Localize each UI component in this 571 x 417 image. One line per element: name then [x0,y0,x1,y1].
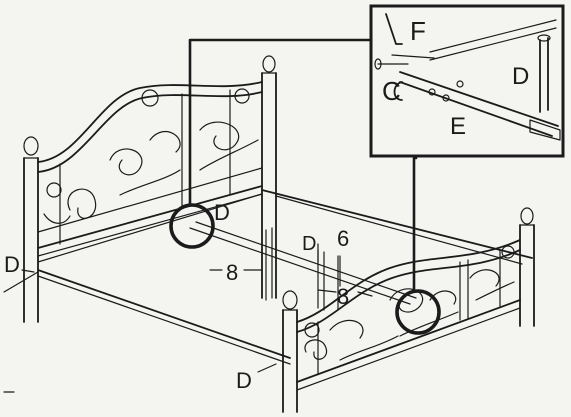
footboard-left-post [282,290,298,413]
detail-rail-e-label: E [450,113,466,140]
headboard-joint-d-label: D [214,200,230,225]
center-slat-8-label: 8 [337,284,349,309]
bed-frame-rails [37,189,533,365]
left-side-rail-extension [3,271,39,393]
headboard-right-post [261,55,277,299]
footboard-joint-callout-circle [395,289,441,335]
rear-slat-8-label: 8 [226,260,238,285]
detail-rail-d-label: D [512,63,529,90]
callout-leaders [188,38,418,293]
detail-inset [369,4,565,158]
left-corner-d-label: D [4,252,20,277]
footboard-right-post [519,207,535,327]
detail-cap-c-label: C [382,76,401,106]
footboard [282,207,535,413]
headboard [23,55,277,323]
center-slat-6-label: 6 [337,226,349,251]
center-joint-d-label: D [302,233,316,255]
detail-inset-frame [369,4,565,158]
front-corner-d-label: D [236,368,252,393]
headboard-joint-callout-circle [169,203,215,249]
label-leaders [21,243,373,373]
detail-fastener-f-label: F [410,16,426,46]
headboard-left-post [23,136,39,323]
